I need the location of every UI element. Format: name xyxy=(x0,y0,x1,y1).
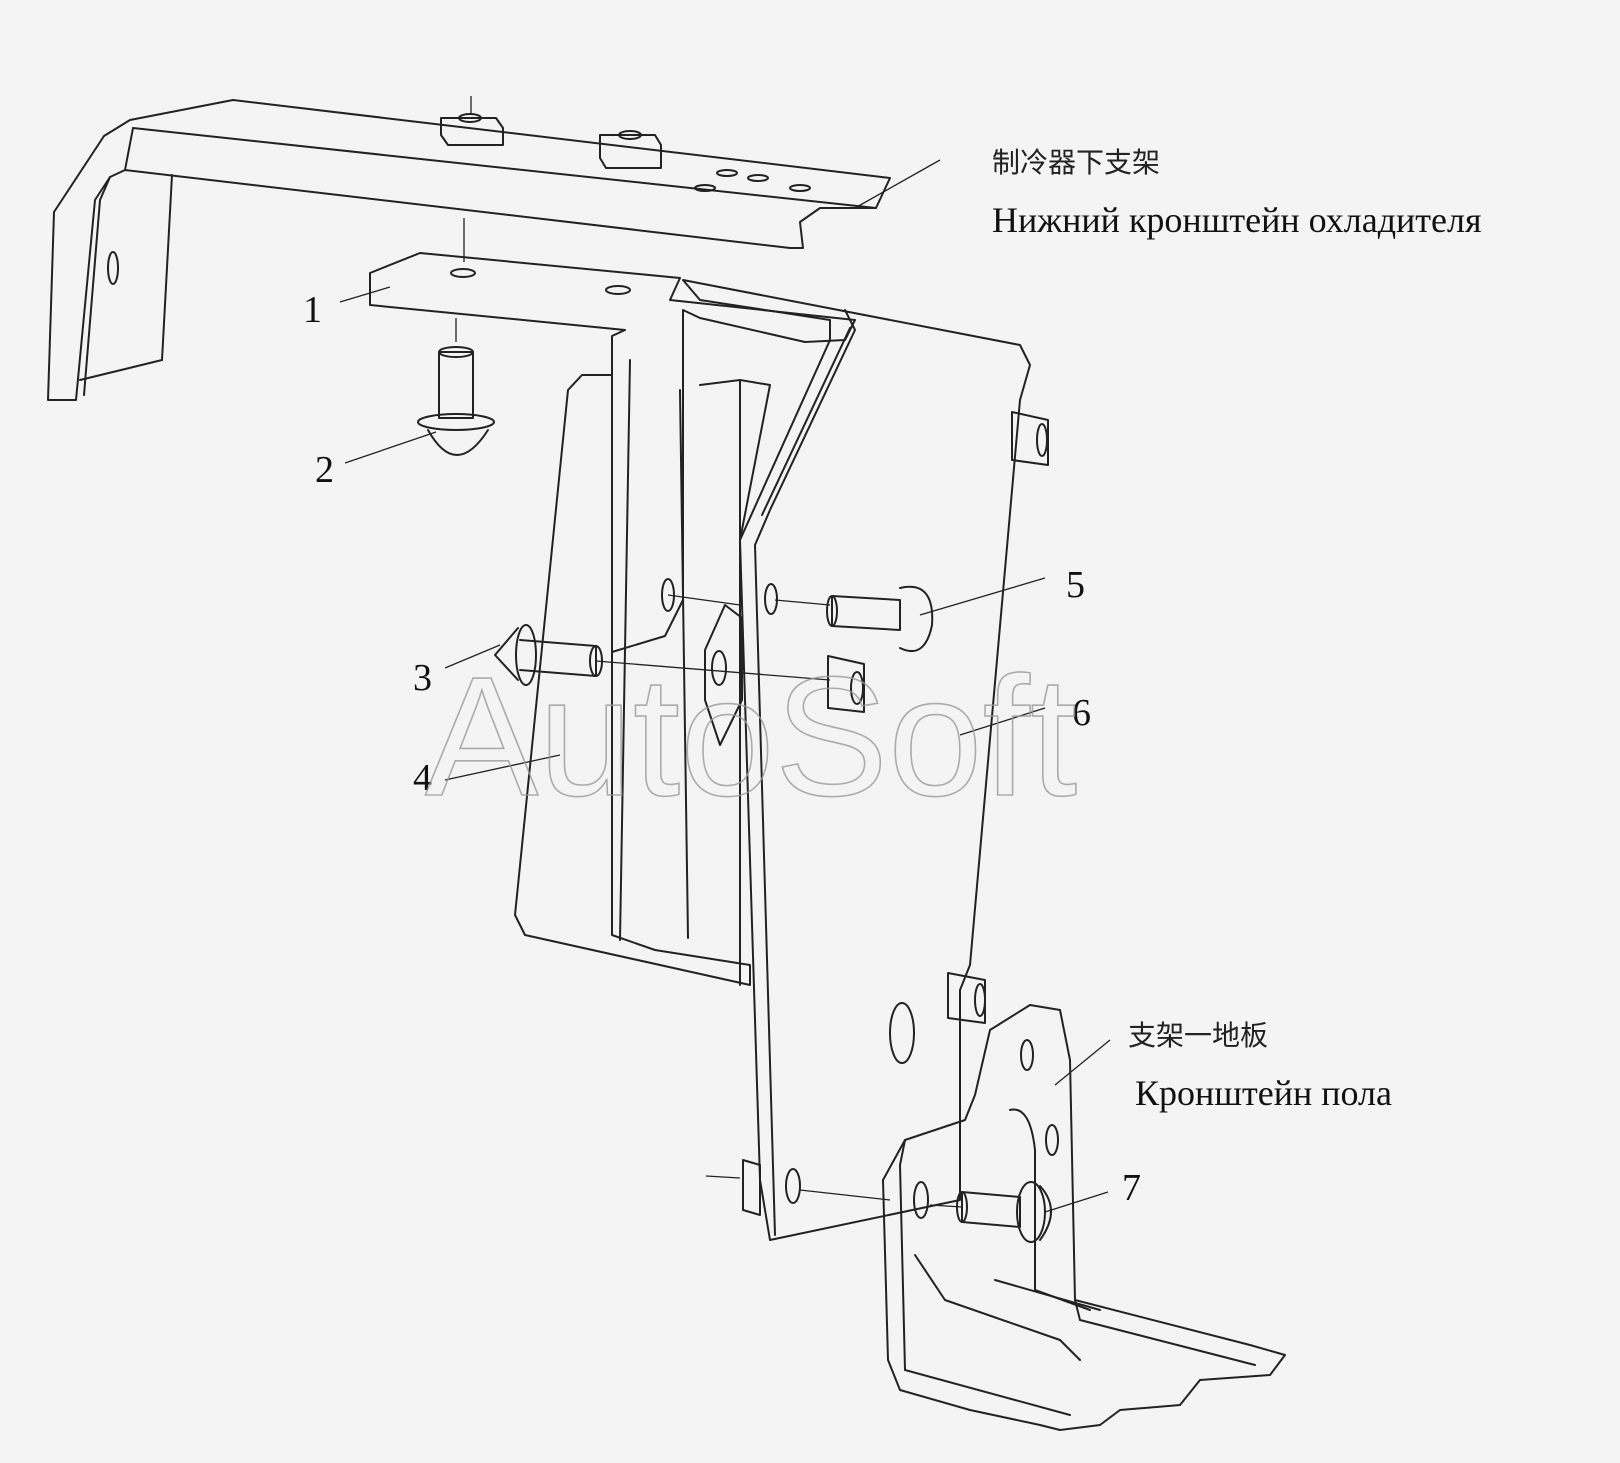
label-lower-bracket-cn: 制冷器下支架 xyxy=(992,146,1160,179)
callout-4: 4 xyxy=(413,757,432,799)
watermark: AutoSoft xyxy=(425,642,1077,832)
callout-2: 2 xyxy=(315,449,334,491)
part-3-bolt xyxy=(494,624,831,686)
upper-cooler-bracket xyxy=(47,96,891,401)
part-6-nut xyxy=(827,655,865,713)
callout-1: 1 xyxy=(303,289,322,331)
callout-7: 7 xyxy=(1122,1167,1141,1209)
leader-lines xyxy=(339,159,1111,1213)
label-floor-bracket-ru: Кронштейн пола xyxy=(1135,1073,1392,1113)
part-5-bolt xyxy=(667,585,934,653)
label-floor-bracket-cn: 支架一地板 xyxy=(1128,1019,1268,1052)
callout-3: 3 xyxy=(413,657,432,699)
part-4-main-plate xyxy=(514,279,1049,1241)
part-2-bolt xyxy=(417,318,495,456)
floor-bracket xyxy=(799,1004,1286,1431)
label-lower-bracket-ru: Нижний кронштейн охладителя xyxy=(992,200,1482,240)
callout-6: 6 xyxy=(1072,692,1091,734)
part-7-bolt xyxy=(929,1181,1052,1243)
callout-5: 5 xyxy=(1066,564,1085,606)
